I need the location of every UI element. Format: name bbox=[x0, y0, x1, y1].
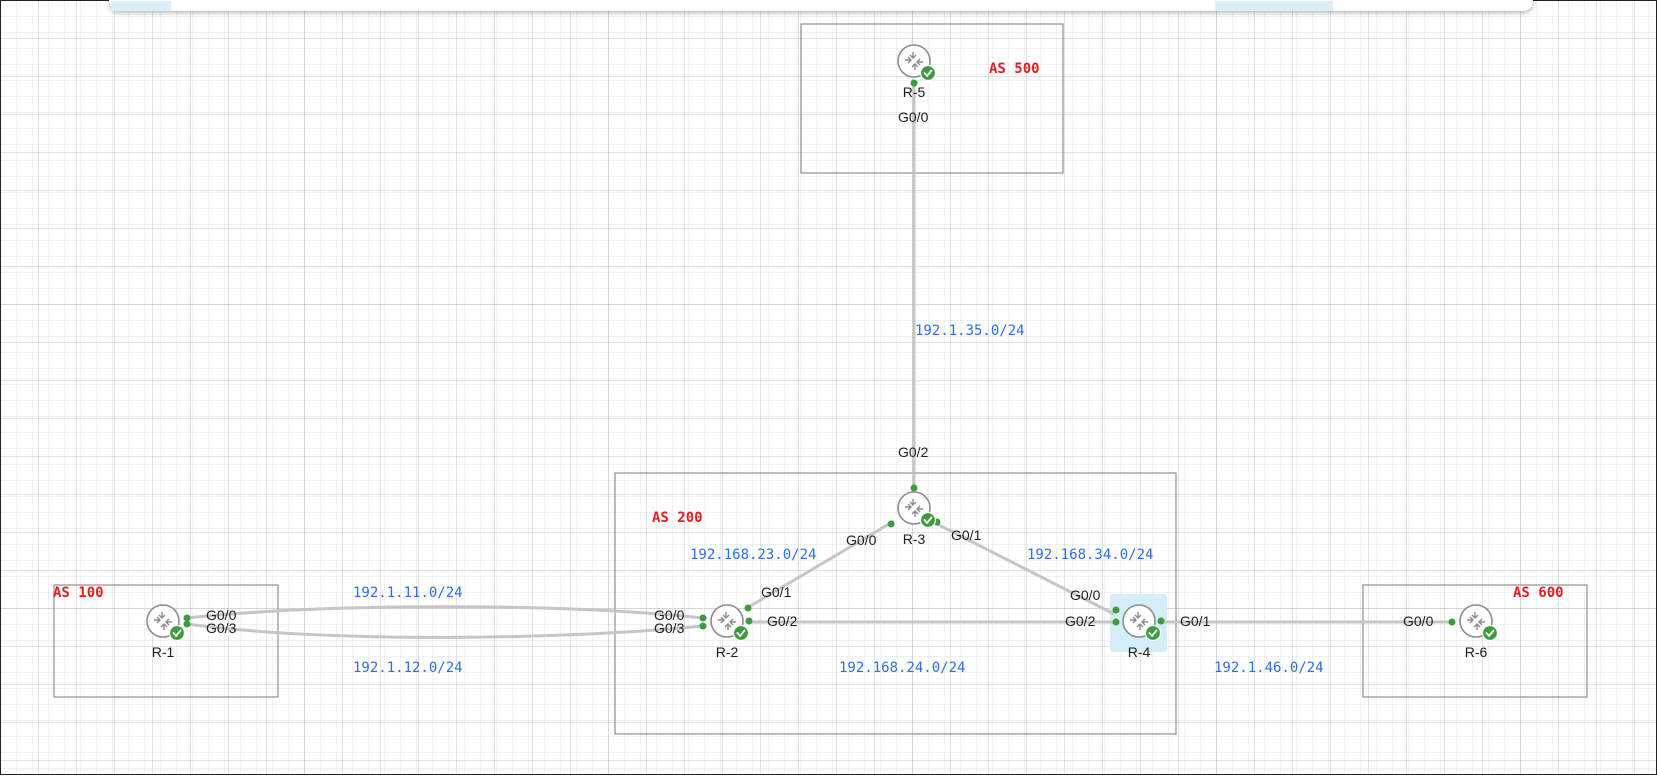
subnet-label: 192.1.11.0/24 bbox=[353, 585, 463, 601]
port-dot[interactable] bbox=[183, 620, 191, 628]
router-r3[interactable]: R-3 bbox=[897, 491, 937, 547]
interface-label: G0/2 bbox=[1065, 613, 1096, 629]
port-dot[interactable] bbox=[1112, 618, 1120, 626]
link-r2-r3[interactable] bbox=[746, 519, 895, 610]
port-dot[interactable] bbox=[1157, 617, 1165, 625]
subnet-label: 192.168.34.0/24 bbox=[1027, 547, 1153, 563]
interface-label: G0/0 bbox=[654, 607, 685, 623]
as-area-100[interactable] bbox=[53, 584, 279, 698]
as-label: AS 500 bbox=[989, 61, 1040, 77]
interface-label: G0/3 bbox=[206, 620, 237, 636]
link-r3-r4[interactable] bbox=[934, 521, 1115, 616]
port-dot[interactable] bbox=[699, 614, 707, 622]
interface-label: G0/0 bbox=[898, 109, 929, 125]
as-label: AS 600 bbox=[1513, 585, 1564, 601]
router-r5[interactable]: R-5 bbox=[897, 44, 937, 100]
port-dot[interactable] bbox=[887, 520, 895, 528]
link-r1-r2-a[interactable] bbox=[186, 605, 704, 620]
router-label: R-6 bbox=[1465, 644, 1488, 660]
subnet-label: 192.168.23.0/24 bbox=[690, 547, 816, 563]
interface-label: G0/1 bbox=[951, 527, 982, 543]
check-circle-icon bbox=[1144, 624, 1162, 642]
port-dot[interactable] bbox=[910, 484, 918, 492]
subnet-label: 192.1.12.0/24 bbox=[353, 660, 463, 676]
router-r1[interactable]: R-1 bbox=[146, 604, 186, 660]
toolbar-tab-highlight[interactable] bbox=[111, 1, 171, 11]
port-dot[interactable] bbox=[744, 604, 752, 612]
as-area-200[interactable] bbox=[614, 472, 1177, 735]
as-area-600[interactable] bbox=[1362, 584, 1588, 698]
router-label: R-1 bbox=[152, 644, 175, 660]
subnet-label: 192.1.46.0/24 bbox=[1214, 660, 1324, 676]
port-dot[interactable] bbox=[1112, 606, 1120, 614]
subnet-label: 192.1.35.0/24 bbox=[915, 323, 1025, 339]
port-dot[interactable] bbox=[699, 622, 707, 630]
interface-label: G0/1 bbox=[1180, 613, 1211, 629]
interface-label: G0/0 bbox=[846, 532, 877, 548]
router-r6[interactable]: R-6 bbox=[1459, 604, 1499, 660]
as-area-500[interactable] bbox=[800, 23, 1064, 174]
port-dot[interactable] bbox=[183, 614, 191, 622]
router-label: R-5 bbox=[903, 84, 926, 100]
as-label: AS 200 bbox=[652, 510, 703, 526]
interface-label: G0/0 bbox=[1403, 613, 1434, 629]
router-r2[interactable]: R-2 bbox=[710, 604, 750, 660]
interface-label: G0/3 bbox=[654, 620, 685, 636]
interface-label: G0/2 bbox=[767, 613, 798, 629]
subnet-label: 192.168.24.0/24 bbox=[839, 660, 965, 676]
port-dot[interactable] bbox=[1448, 618, 1456, 626]
check-circle-icon bbox=[919, 511, 937, 529]
interface-label: G0/2 bbox=[898, 444, 929, 460]
check-circle-icon bbox=[919, 64, 937, 82]
toolbar-tab-highlight[interactable] bbox=[1215, 1, 1333, 11]
router-r4[interactable]: R-4 bbox=[1122, 604, 1162, 660]
check-circle-icon bbox=[168, 624, 186, 642]
router-label: R-2 bbox=[716, 644, 739, 660]
check-circle-icon bbox=[1481, 624, 1499, 642]
check-circle-icon bbox=[732, 624, 750, 642]
top-toolbar bbox=[109, 0, 1533, 11]
link-r1-r2-b[interactable] bbox=[186, 622, 704, 639]
interface-label: G0/0 bbox=[1070, 587, 1101, 603]
router-label: R-3 bbox=[903, 531, 926, 547]
as-label: AS 100 bbox=[53, 585, 104, 601]
port-dots bbox=[183, 79, 1456, 630]
router-label: R-4 bbox=[1128, 644, 1151, 660]
interface-label: G0/0 bbox=[206, 607, 237, 623]
interface-label: G0/1 bbox=[761, 584, 792, 600]
port-dot[interactable] bbox=[745, 617, 753, 625]
port-dot[interactable] bbox=[910, 79, 918, 87]
